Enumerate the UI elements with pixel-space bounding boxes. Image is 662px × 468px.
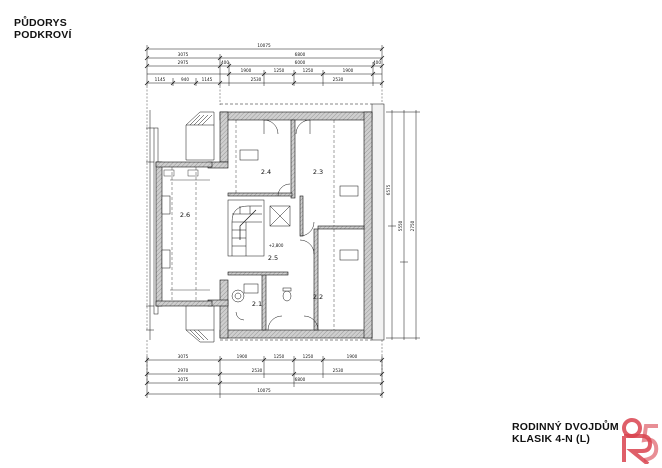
dim-top-right-block: 6800 xyxy=(295,52,306,57)
right-dimension-chains xyxy=(386,110,420,340)
bottom-dimension-labels: 3075 1900 1250 1250 1900 2970 2530 2530 … xyxy=(178,354,358,393)
sheet-title-line2: PODKROVÍ xyxy=(14,29,72,41)
room-label-2-1: 2.1 xyxy=(252,300,262,308)
dim-top-left-block: 3075 xyxy=(178,52,189,57)
dim-top-row3-b: 1250 xyxy=(274,68,285,73)
room-2-6-details xyxy=(163,169,210,291)
project-title-line1: RODINNÝ DVOJDŮM xyxy=(512,421,619,433)
left-dimension-chain xyxy=(146,110,154,340)
dim-bottom-row3-a: 3075 xyxy=(178,377,189,382)
dim-top-row3-c: 1250 xyxy=(303,68,314,73)
project-title-line2: KLASIK 4-N (L) xyxy=(512,433,591,445)
level-marker: +2,800 xyxy=(269,243,284,248)
bathroom-fixtures xyxy=(231,283,292,303)
skylights xyxy=(161,149,359,269)
dim-bottom-row1-b: 1900 xyxy=(237,354,248,359)
dim-bottom-row1-c: 1250 xyxy=(274,354,285,359)
dim-bottom-row3-b: 6800 xyxy=(295,377,306,382)
dim-top-row2-a: 2975 xyxy=(178,60,189,65)
exterior-walls xyxy=(155,111,373,339)
dim-right-b: 5550 xyxy=(398,220,403,231)
dim-bottom-row1-d: 1250 xyxy=(303,354,314,359)
dim-top-row4-b: 940 xyxy=(181,77,189,82)
right-dimension-labels: 6575 5550 2750 xyxy=(386,184,415,231)
top-dimension-ticks xyxy=(144,46,385,86)
room-label-2-4: 2.4 xyxy=(261,168,271,176)
interior-walls xyxy=(227,119,365,331)
dim-top-row4-d: 2530 xyxy=(251,77,262,82)
sheet-title: PŮDORYS PODKROVÍ xyxy=(14,17,72,41)
room-label-2-2: 2.2 xyxy=(313,293,323,301)
staircase xyxy=(227,199,265,257)
dim-top-row2-b: 400 xyxy=(221,60,229,65)
top-dimension-labels: 10075 3075 6800 2975 400 6000 400 1900 1… xyxy=(155,43,382,82)
dim-right-a: 6575 xyxy=(386,184,391,195)
dim-top-row2-c: 6000 xyxy=(295,60,306,65)
dim-top-row3-d: 1900 xyxy=(343,68,354,73)
dim-bottom-row1-a: 3075 xyxy=(178,354,189,359)
room-label-2-6: 2.6 xyxy=(180,211,190,219)
dim-right-c: 2750 xyxy=(410,220,415,231)
roof-slope-lines xyxy=(171,120,335,330)
company-logo xyxy=(622,418,659,464)
sheet-title-line1: PŮDORYS xyxy=(14,17,67,29)
bottom-dimension-chains xyxy=(146,356,383,398)
project-title: RODINNÝ DVOJDŮM KLASIK 4-N (L) xyxy=(512,421,619,445)
dormer-left-lower xyxy=(185,304,215,343)
dormer-left-upper xyxy=(185,111,215,161)
doors xyxy=(235,119,319,331)
dim-top-row4-e: 2530 xyxy=(333,77,344,82)
dim-top-row4-c: 1145 xyxy=(202,77,213,82)
dim-top-overall: 10075 xyxy=(257,43,271,48)
dim-top-row4-a: 1145 xyxy=(155,77,166,82)
room-label-2-5: 2.5 xyxy=(268,254,278,262)
dim-top-row2-d: 400 xyxy=(373,60,381,65)
dim-bottom-row1-e: 1900 xyxy=(347,354,358,359)
dim-bottom-row2-a: 2970 xyxy=(178,368,189,373)
room-label-2-3: 2.3 xyxy=(313,168,323,176)
dim-bottom-row2-b: 2530 xyxy=(252,368,263,373)
bottom-dimension-ticks xyxy=(144,357,385,397)
dim-bottom-row2-c: 2530 xyxy=(333,368,344,373)
dim-top-row3-a: 1900 xyxy=(241,68,252,73)
room-labels: 2.4 2.3 2.6 2.5 2.1 2.2 xyxy=(180,168,323,308)
dim-bottom-overall: 10075 xyxy=(257,388,271,393)
